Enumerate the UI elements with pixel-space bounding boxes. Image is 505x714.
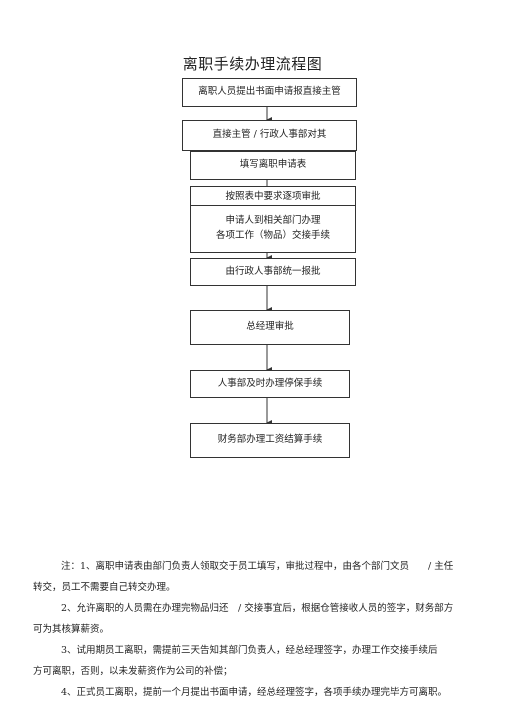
note-2-line-1: 2、允许离职的人员需在办理完物品归还 / 交接事宜后，根据仓管接收人员的签字，财… [61, 603, 454, 614]
step-submit-application: 离职人员提出书面申请报直接主管 [182, 78, 357, 107]
note-3-line-2: 方可离职，否则，以未发薪资作为公司的补偿； [33, 666, 233, 677]
step-label: 总经理审批 [246, 321, 294, 333]
step-general-manager-approval: 总经理审批 [190, 310, 350, 345]
step-handover-procedures: 申请人到相关部门办理 各项工作（物品）交接手续 [190, 205, 356, 253]
step-hr-unified-report: 由行政人事部统一报批 [190, 258, 356, 286]
note-3-line-1: 3、试用期员工离职，需提前三天告知其部门负责人，经总经理签字，办理工作交接手续后 [61, 645, 438, 656]
step-label: 离职人员提出书面申请报直接主管 [198, 86, 341, 98]
notes-section: 注：1、离职申请表由部门负责人领取交于员工填写，审批过程中，由各个部门文员 / … [33, 556, 478, 703]
step-stop-insurance: 人事部及时办理停保手续 [190, 370, 350, 398]
flowchart-title: 离职手续办理流程图 [182, 55, 323, 73]
note-2-line-2: 可为其核算薪资。 [33, 624, 110, 635]
note-4-line-1: 4、正式员工离职，提前一个月提出书面申请，经总经理签字，各项手续办理完毕方可离职… [61, 687, 448, 698]
step-supervisor-review: 直接主管 / 行政人事部对其 [182, 120, 357, 151]
step-label: 财务部办理工资结算手续 [217, 434, 323, 446]
step-label: 按照表中要求逐项审批 [225, 191, 321, 202]
step-label: 人事部及时办理停保手续 [217, 377, 323, 389]
step-salary-settlement: 财务部办理工资结算手续 [190, 423, 350, 458]
step-label: 由行政人事部统一报批 [225, 265, 321, 277]
note-1-line-2: 转交，员工不需要自己转交办理。 [33, 582, 176, 593]
note-1-line-1: 注：1、离职申请表由部门负责人领取交于员工填写，审批过程中，由各个部门文员 / … [61, 561, 454, 572]
step-label: 填写离职申请表 [239, 159, 307, 171]
step-fill-resignation-form: 填写离职申请表 [190, 151, 356, 180]
step-label: 直接主管 / 行政人事部对其 [212, 129, 327, 141]
step-label-line-2: 各项工作（物品）交接手续 [215, 230, 330, 241]
step-label-line-1: 申请人到相关部门办理 [225, 215, 321, 227]
